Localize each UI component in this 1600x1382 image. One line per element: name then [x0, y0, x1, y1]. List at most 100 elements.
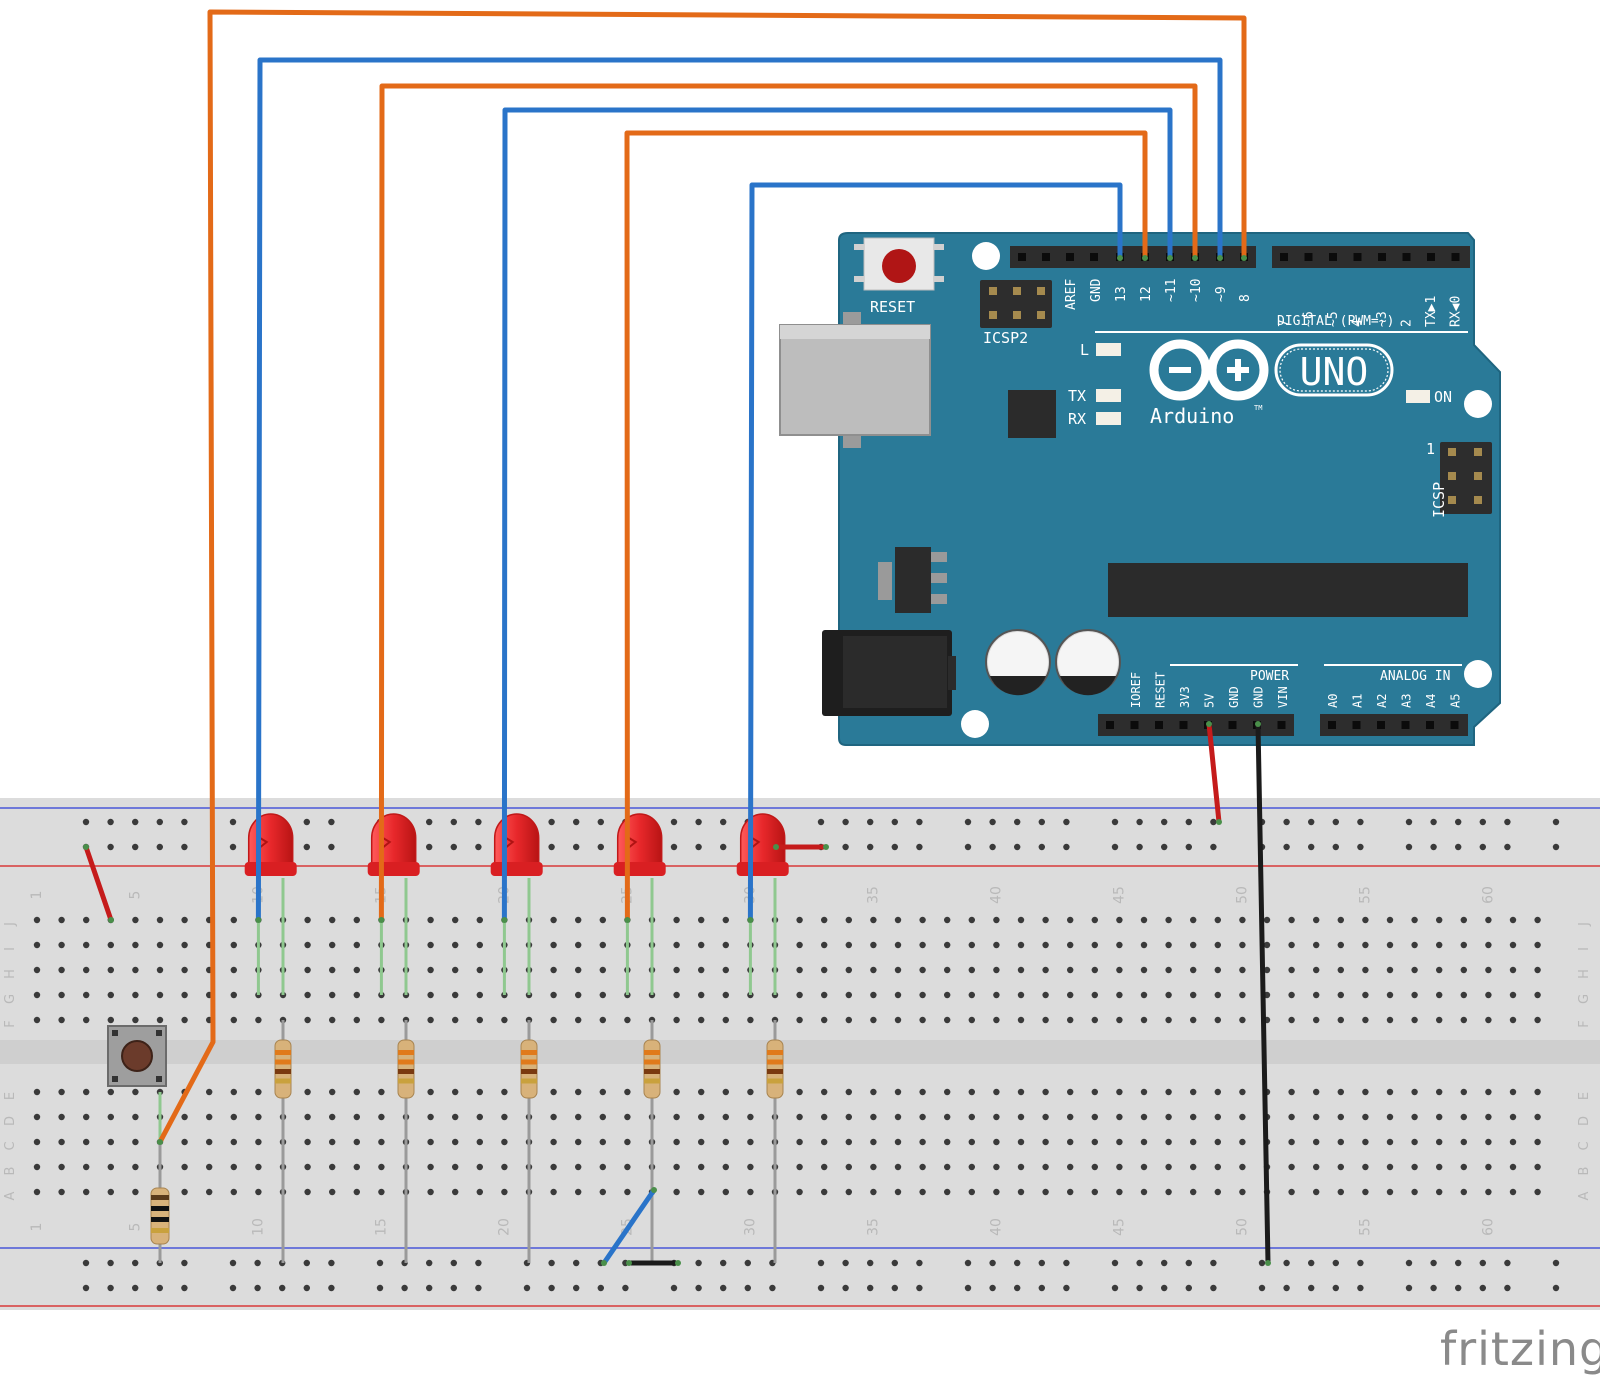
- column-number: 5: [127, 1223, 143, 1232]
- push-button-icon[interactable]: [107, 1025, 167, 1087]
- breadboard-hole: [1067, 1138, 1074, 1146]
- breadboard-hole: [821, 1163, 828, 1171]
- breadboard-hole: [1485, 966, 1492, 974]
- breadboard-hole: [1067, 991, 1074, 999]
- header-pin: [1090, 253, 1098, 261]
- icsp2-header: [980, 280, 1052, 328]
- breadboard-hole: [1460, 1163, 1468, 1171]
- breadboard-hole: [698, 941, 705, 949]
- rail-hole: [744, 1284, 751, 1292]
- breadboard-hole: [575, 1088, 582, 1096]
- wire-gnd-to-rail[interactable]: [1255, 721, 1271, 1266]
- rail-hole: [1063, 1259, 1070, 1267]
- header-pin: [1130, 721, 1139, 729]
- column-number: 30: [742, 1218, 758, 1236]
- breadboard-hole: [107, 1113, 115, 1121]
- breadboard-hole: [1116, 1113, 1123, 1121]
- wire-rail-to-button[interactable]: [83, 844, 114, 923]
- rail-hole: [132, 1259, 139, 1267]
- led-on-icon: [1406, 390, 1430, 403]
- rail-hole: [1430, 843, 1437, 851]
- rail-hole: [1185, 1259, 1193, 1267]
- breadboard-hole: [58, 941, 65, 949]
- rail-hole: [426, 843, 433, 851]
- breadboard-hole: [624, 1016, 631, 1024]
- breadboard-hole: [353, 1016, 360, 1024]
- breadboard-hole: [33, 1113, 41, 1121]
- reset-button[interactable]: [854, 237, 944, 291]
- breadboard-hole: [1485, 1113, 1492, 1121]
- breadboard-hole: [796, 1113, 803, 1121]
- breadboard-hole: [919, 1188, 926, 1196]
- breadboard-hole: [1436, 1113, 1443, 1121]
- wire-pin8-to-button[interactable]: [157, 9, 1247, 1145]
- breadboard-hole: [1362, 1088, 1369, 1096]
- breadboard-hole: [1362, 1016, 1369, 1024]
- breadboard-hole: [83, 1138, 90, 1146]
- rail-hole: [1357, 1259, 1364, 1267]
- breadboard-hole: [722, 1163, 729, 1171]
- wire-5v-to-rail[interactable]: [1206, 721, 1222, 825]
- breadboard-hole: [452, 1138, 459, 1146]
- brand-label: Arduino: [1150, 404, 1234, 428]
- breadboard-hole: [1190, 1088, 1197, 1096]
- rail-hole: [1185, 818, 1193, 826]
- breadboard-hole: [1214, 1188, 1222, 1196]
- column-number: 55: [1357, 886, 1373, 904]
- rail-hole: [1038, 818, 1046, 826]
- digital-pin-label: ~9: [1214, 286, 1229, 302]
- row-letter: D: [1577, 1116, 1592, 1126]
- breadboard-hole: [1091, 1138, 1099, 1146]
- digital-pin-label: ~11: [1164, 279, 1179, 302]
- breadboard-hole: [1042, 1163, 1049, 1171]
- breadboard-hole: [83, 1113, 90, 1121]
- reset-label: RESET: [870, 298, 915, 316]
- row-letter: J: [1577, 922, 1592, 927]
- rail-hole: [254, 1284, 261, 1292]
- rail-hole: [475, 843, 482, 851]
- breadboard-hole: [255, 1113, 262, 1121]
- breadboard-hole: [722, 1113, 729, 1121]
- wire-rail-bridge[interactable]: [601, 1187, 657, 1266]
- breadboard-hole: [796, 966, 803, 974]
- breadboard-hole: [83, 966, 90, 974]
- breadboard-hole: [230, 1113, 237, 1121]
- rail-hole: [1479, 818, 1487, 826]
- rail-hole: [573, 1284, 580, 1292]
- breadboard-hole: [1411, 916, 1418, 924]
- breadboard-hole: [870, 1138, 877, 1146]
- breadboard-hole: [1042, 1188, 1049, 1196]
- column-number: 35: [865, 886, 881, 904]
- breadboard-hole: [550, 1188, 557, 1196]
- breadboard-hole: [353, 966, 360, 974]
- icsp-label: ICSP: [1430, 482, 1448, 518]
- breadboard-hole: [993, 941, 1000, 949]
- row-letter: B: [3, 1167, 18, 1176]
- rail-hole: [891, 818, 898, 826]
- wire-pin9-to-led1[interactable]: [255, 57, 1223, 923]
- rail-hole: [817, 818, 825, 826]
- breadboard-hole: [304, 1016, 311, 1024]
- header-pin: [1427, 253, 1435, 261]
- column-number: 1: [29, 891, 45, 900]
- breadboard-hole: [919, 941, 926, 949]
- wire-pin12-to-led4[interactable]: [624, 130, 1148, 923]
- wire-pin11-to-led3[interactable]: [501, 107, 1173, 923]
- rail-hole: [597, 843, 604, 851]
- breadboard-hole: [796, 1088, 803, 1096]
- breadboard-hole: [1067, 941, 1074, 949]
- rail-hole: [1210, 1259, 1217, 1267]
- breadboard-hole: [944, 1088, 951, 1096]
- breadboard-hole: [1362, 1138, 1369, 1146]
- wire-pin13-to-led5[interactable]: [747, 182, 1123, 923]
- breadboard-hole: [1509, 966, 1517, 974]
- breadboard-hole: [1091, 1113, 1099, 1121]
- breadboard-hole: [230, 941, 237, 949]
- breadboard-hole: [452, 1113, 459, 1121]
- wire-pin10-to-led2[interactable]: [378, 83, 1198, 923]
- breadboard-hole: [1411, 1016, 1418, 1024]
- breadboard-hole: [894, 1113, 902, 1121]
- breadboard-hole: [550, 991, 557, 999]
- icsp2-label: ICSP2: [983, 329, 1028, 347]
- breadboard-hole: [1436, 991, 1443, 999]
